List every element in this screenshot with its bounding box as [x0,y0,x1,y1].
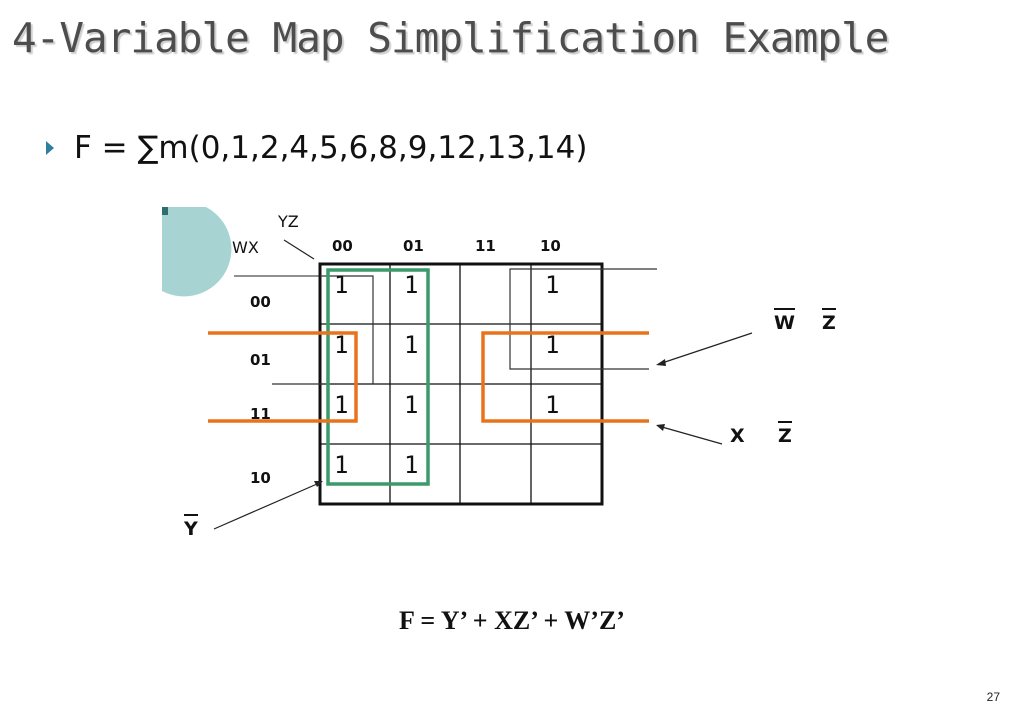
col-header: 00 [332,237,353,255]
map-corner-diagonal [283,239,315,260]
term-w-prime: W [774,308,795,333]
arrowhead [656,424,665,431]
map-cell: 1 [334,331,349,359]
term-y-prime: Y [184,514,198,539]
group-outline-wz-right [509,268,657,370]
map-cell: 1 [545,331,560,359]
map-cell: 1 [404,451,419,479]
map-cell: 1 [334,271,349,299]
orange-group-right [481,331,649,423]
row-header: 11 [250,405,271,423]
arrow-xz [661,426,723,445]
term-z-prime: Z [778,421,792,446]
row-variable-label: WX [232,238,259,257]
map-cell: 1 [404,331,419,359]
decorative-corner-shape [162,207,232,297]
map-cell: 1 [545,391,560,419]
row-header: 10 [250,469,271,487]
triangle-right-icon [46,141,54,155]
arrow-wz [661,332,753,364]
simplified-expression: F = Y’ + XZ’ + W’Z’ [399,606,625,635]
map-cell: 1 [545,271,560,299]
bullet-item: F = ∑m(0,1,2,4,5,6,8,9,12,13,14) [46,124,587,172]
col-header: 01 [403,237,424,255]
arrow-y-prime [213,483,318,530]
term-z-prime: Z [822,308,836,333]
minterm-expression: F = ∑m(0,1,2,4,5,6,8,9,12,13,14) [74,130,588,166]
karnaugh-map-figure: YZ WX 00 01 11 10 00 01 11 10 1 1 1 1 1 … [162,207,852,547]
map-cell: 1 [334,391,349,419]
decorative-corner-mark [162,207,168,215]
col-variable-label: YZ [278,212,299,231]
group-outline-wz-left [272,275,374,385]
page-number: 27 [986,690,1000,704]
col-header: 11 [475,237,496,255]
map-cell: 1 [334,451,349,479]
map-cell: 1 [404,391,419,419]
arrowhead [656,359,666,366]
row-header: 00 [250,293,271,311]
col-header: 10 [540,237,561,255]
slide-title: 4-Variable Map Simplification Example [12,14,889,62]
row-header: 01 [250,351,271,369]
green-group-y-prime [326,268,430,486]
orange-group-left [208,331,358,423]
arrowhead [314,481,323,487]
term-x: X [730,425,745,447]
karnaugh-map-drawing [162,207,753,530]
map-cell: 1 [404,271,419,299]
